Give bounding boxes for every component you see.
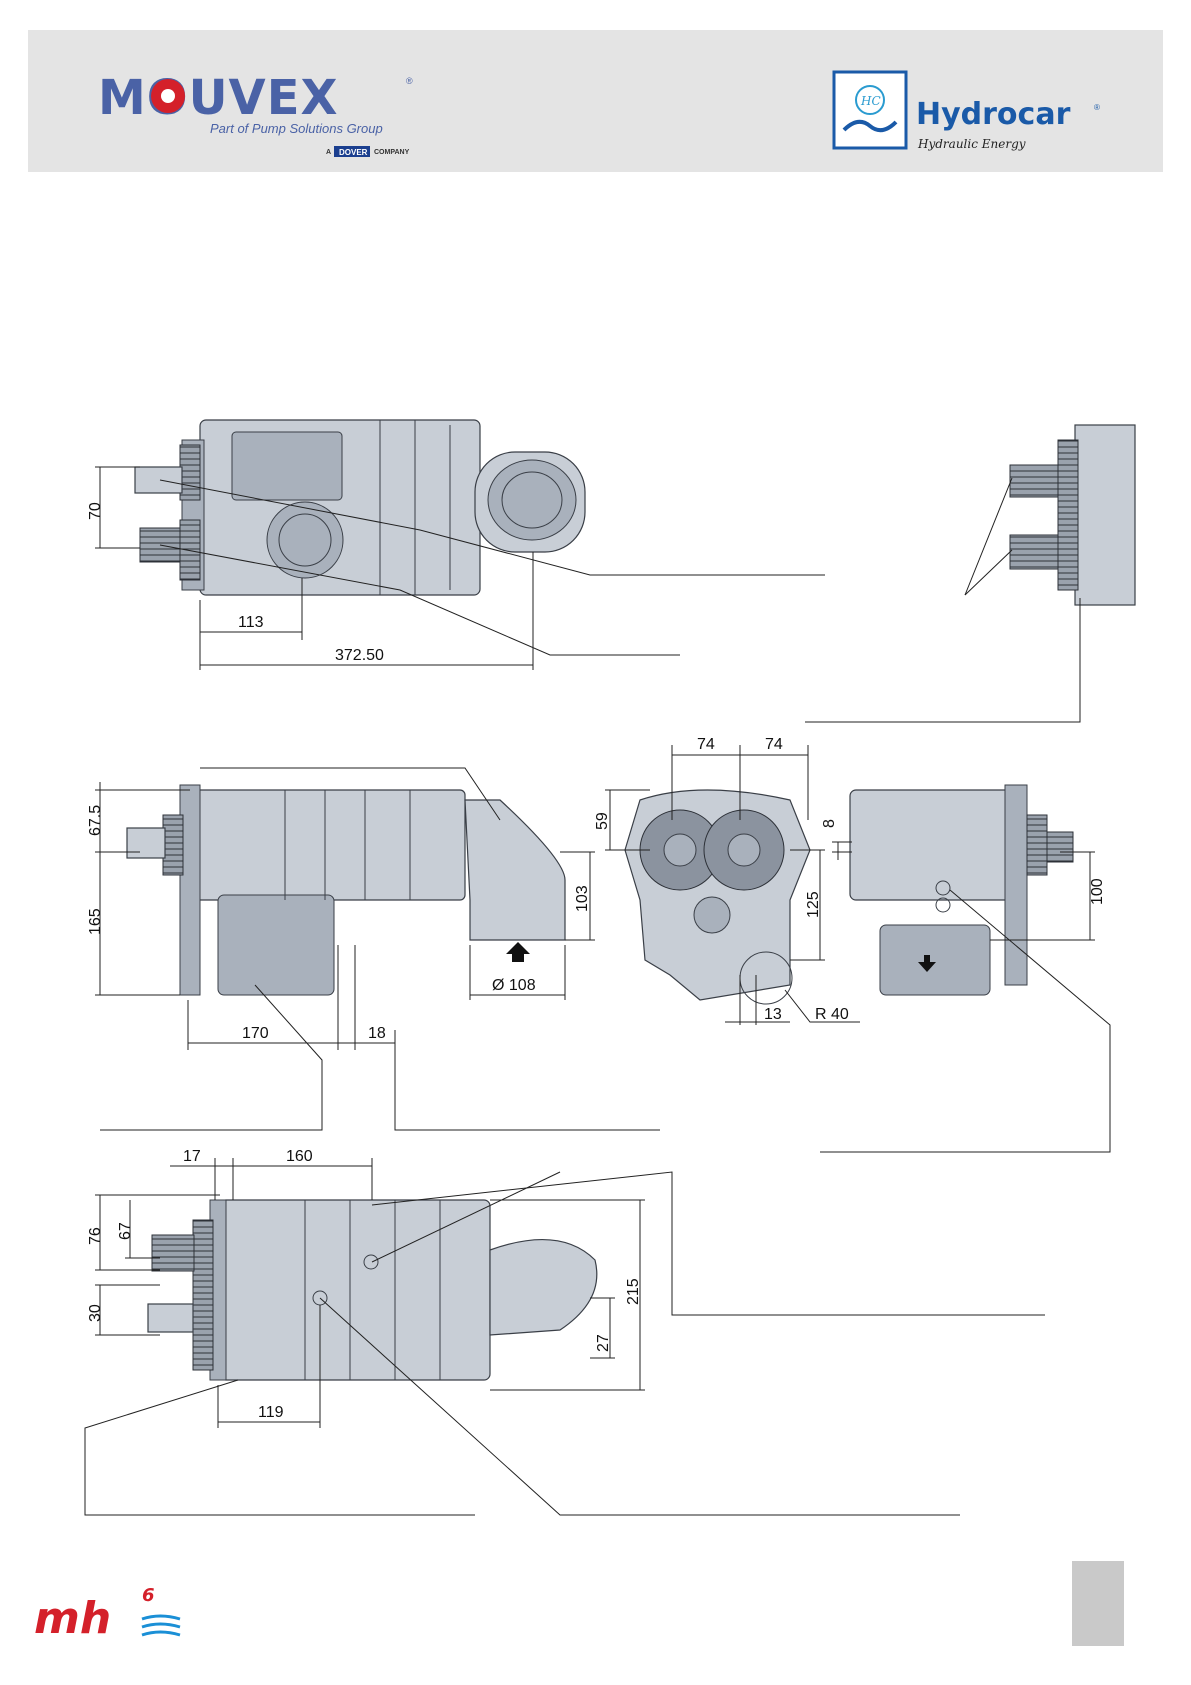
bottom-view: 17 160 76 67 30 215 27 119 [85, 1148, 1045, 1515]
dim-125: 125 [805, 891, 822, 918]
dim-8: 8 [821, 819, 838, 828]
page-tab [1072, 1561, 1124, 1646]
dim-165: 165 [87, 908, 104, 935]
partial-view-shaft-upper [1010, 465, 1058, 497]
side-view-leader-3 [395, 1030, 660, 1130]
side-view-motor [218, 895, 334, 995]
bottom-view-outlet-elbow [490, 1240, 597, 1335]
partial-view-shaft-lower [1010, 535, 1058, 569]
dim-67-5: 67.5 [87, 805, 104, 836]
dim-160: 160 [286, 1148, 313, 1165]
rear-view-splined-shaft [1047, 832, 1073, 862]
wave-icon [142, 1616, 180, 1619]
dim-372-50: 372.50 [335, 647, 384, 664]
dim-59: 59 [594, 812, 611, 830]
rear-view-motor [880, 925, 990, 995]
dim-13: 13 [764, 1006, 782, 1023]
mh6-logo: mh 6 [30, 1575, 190, 1645]
dim-113: 113 [238, 614, 264, 631]
dim-119: 119 [258, 1404, 284, 1421]
rear-view-gear [1027, 815, 1047, 875]
dim-100: 100 [1089, 878, 1106, 905]
dim-215: 215 [625, 1278, 642, 1305]
dim-30: 30 [87, 1304, 104, 1322]
bottom-view-leader-2 [85, 1380, 475, 1515]
top-view-gear-upper [180, 445, 200, 500]
dim-27: 27 [595, 1334, 612, 1352]
dim-67: 67 [117, 1222, 134, 1240]
dim-74-left: 74 [697, 736, 715, 753]
bottom-view-housing [220, 1200, 490, 1380]
side-view-gear [163, 815, 183, 875]
top-view: 70 113 372.50 [87, 420, 825, 670]
front-view: 74 74 59 125 13 R 40 [594, 736, 860, 1025]
dim-170: 170 [242, 1025, 269, 1042]
dim-18: 18 [368, 1025, 386, 1042]
top-view-shaft-upper [135, 467, 182, 493]
side-view-leader-2 [100, 985, 322, 1130]
partial-view-gear [1058, 440, 1078, 590]
bottom-view-shaft-lower [148, 1304, 193, 1332]
dim-74-right: 74 [765, 736, 783, 753]
partial-view-leader-c [805, 598, 1080, 722]
side-view: 67.5 165 103 Ø 108 170 18 [87, 768, 660, 1130]
dim-70: 70 [87, 502, 104, 520]
mh-logo-text: mh [34, 1593, 111, 1644]
rear-view: 100 8 [820, 785, 1110, 1152]
side-view-shaft [127, 828, 165, 858]
top-view-gear-lower [180, 520, 200, 580]
dim-103: 103 [574, 885, 591, 912]
dim-dia-108: Ø 108 [492, 977, 536, 994]
bottom-view-splined-shaft [152, 1235, 194, 1271]
top-right-partial-view [805, 425, 1135, 722]
partial-view-housing [1075, 425, 1135, 605]
bottom-view-gear [193, 1220, 213, 1370]
dim-76: 76 [87, 1227, 104, 1245]
top-view-motor-block [232, 432, 342, 500]
partial-view-leader-a [965, 478, 1012, 595]
dim-r40: R 40 [815, 1006, 849, 1023]
mh-logo-superscript: 6 [142, 1585, 155, 1606]
rear-view-flange [1005, 785, 1027, 985]
front-view-port [694, 897, 730, 933]
partial-view-leader-b [965, 550, 1012, 595]
side-view-outlet-elbow [465, 800, 565, 940]
side-view-housing [190, 790, 465, 900]
dim-17: 17 [183, 1148, 201, 1165]
flow-arrow-up-icon [506, 942, 530, 962]
